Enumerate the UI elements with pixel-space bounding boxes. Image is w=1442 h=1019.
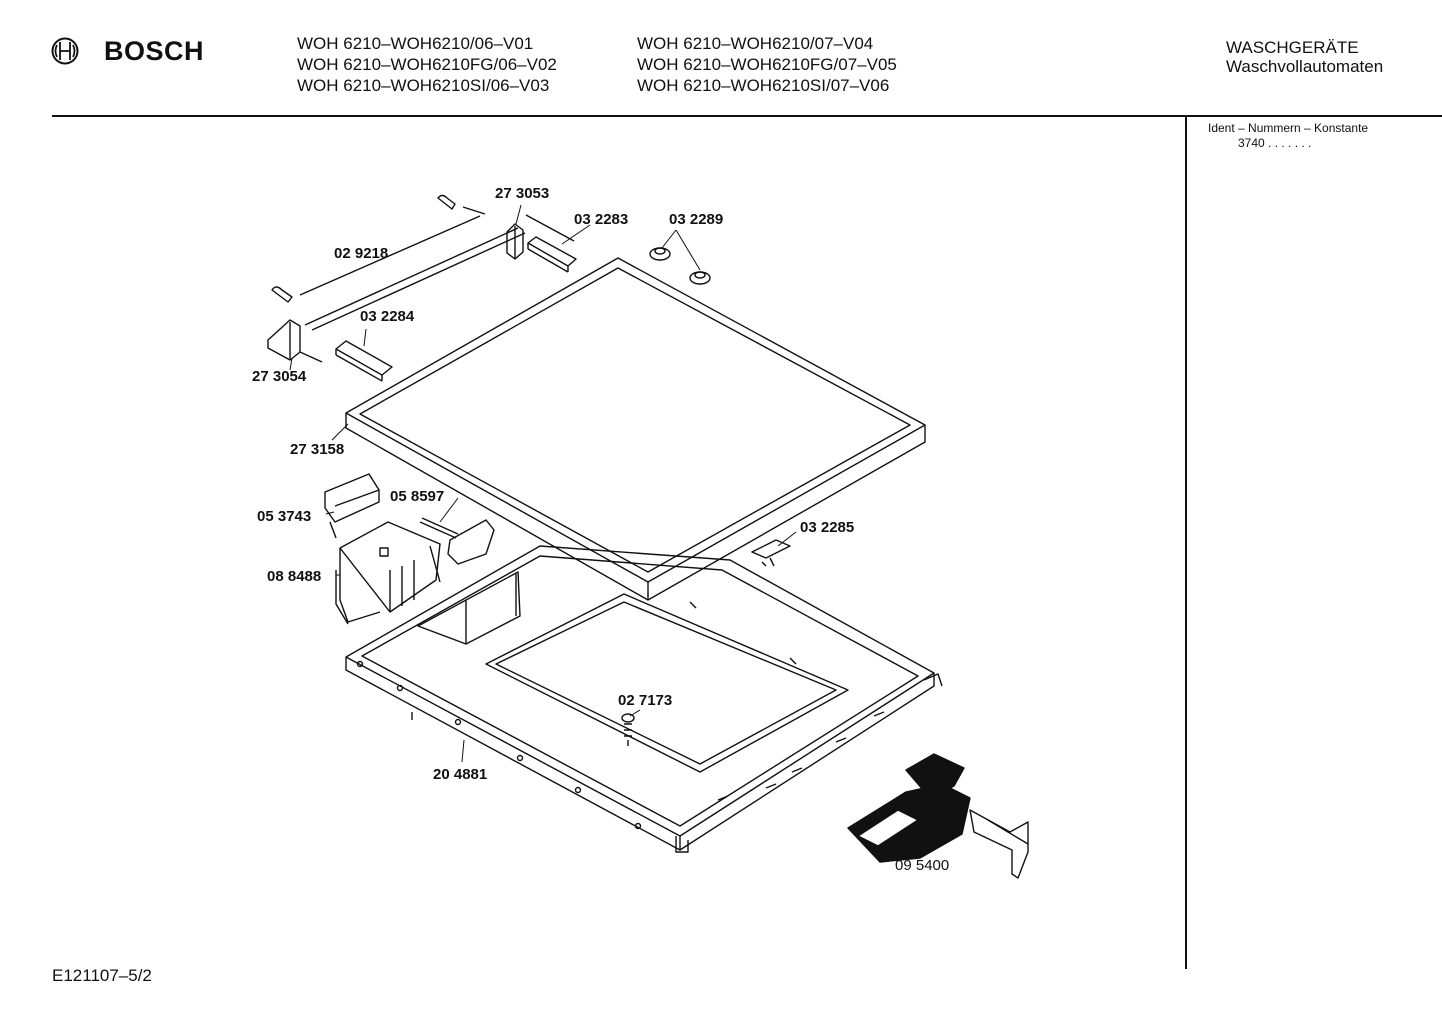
part-label-27-3158: 27 3158 [290,441,345,458]
brand-name: BOSCH [104,36,205,66]
category-subtitle: Waschvollautomaten [1226,57,1384,76]
sidebar-divider [1185,116,1187,969]
bosch-logo-icon [51,37,79,65]
screw-02-7173-drawing [621,713,635,746]
part-label-09-5400: 09 5400 [895,857,950,874]
door-lock-09-5400-drawing [847,753,1029,879]
part-label-03-2285: 03 2285 [800,519,855,536]
lid-27-3158-drawing [345,257,926,601]
leader-lines [289,204,797,763]
part-label-08-8488: 08 8488 [267,568,322,585]
hinge-rod-drawing [271,194,526,331]
part-label-05-3743: 05 3743 [257,508,312,525]
ident-value: 3740 . . . . . . . [1238,136,1312,150]
hinge-right-drawing [506,223,524,260]
part-label-27-3054: 27 3054 [252,368,307,385]
hinge-left-drawing [267,319,323,363]
bracket-03-2283-drawing [525,214,577,273]
model-line: WOH 6210–WOH6210/06–V01 [297,34,534,53]
exploded-parts-diagram [267,194,1029,879]
drawing-id: E121107–5/2 [52,966,152,985]
gasket-05-8597-drawing [419,517,495,565]
ident-label: Ident – Nummern – Konstante [1208,121,1369,135]
feet-03-2289-drawing [649,247,711,285]
part-label-03-2284: 03 2284 [360,308,415,325]
model-list-right: WOH 6210–WOH6210/07–V04 WOH 6210–WOH6210… [637,33,897,96]
model-line: WOH 6210–WOH6210SI/07–V06 [637,76,890,95]
part-label-02-7173: 02 7173 [618,692,673,709]
category-title: WASCHGERÄTE [1226,38,1359,57]
cover-05-3743-drawing [324,473,380,539]
model-list-left: WOH 6210–WOH6210/06–V01 WOH 6210–WOH6210… [297,33,557,96]
header-divider [52,115,1442,117]
hinge-support-03-2285-drawing [751,539,791,567]
ident-block: Ident – Nummern – Konstante 3740 . . . .… [1208,121,1368,151]
part-label-05-8597: 05 8597 [390,488,445,505]
part-label-03-2289: 03 2289 [669,211,724,228]
drawer-08-8488-drawing [335,521,441,625]
model-line: WOH 6210–WOH6210/07–V04 [637,34,874,53]
model-line: WOH 6210–WOH6210FG/06–V02 [297,55,557,74]
model-line: WOH 6210–WOH6210SI/06–V03 [297,76,550,95]
category-block: WASCHGERÄTE Waschvollautomaten [1226,38,1383,76]
part-label-20-4881: 20 4881 [433,766,488,783]
top-frame-20-4881-drawing [345,545,943,853]
part-label-02-9218: 02 9218 [334,245,389,262]
part-label-03-2283: 03 2283 [574,211,629,228]
bracket-03-2284-drawing [335,340,393,382]
part-label-27-3053: 27 3053 [495,185,550,202]
model-line: WOH 6210–WOH6210FG/07–V05 [637,55,897,74]
